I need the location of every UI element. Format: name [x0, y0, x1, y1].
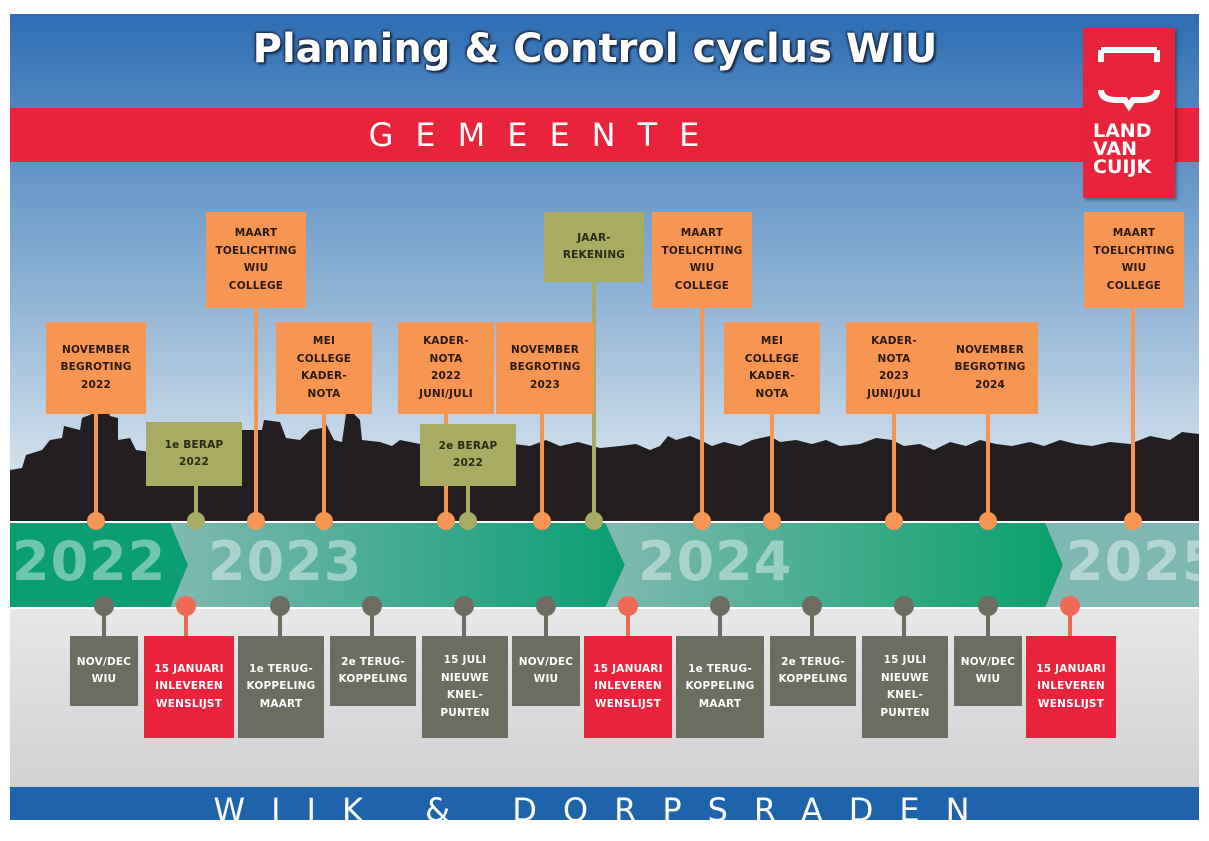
event-kadernota-2023: KADER- NOTA 2023 JUNI/JULI	[846, 322, 942, 414]
event-2e-terugkoppeling-2024: 2e TERUG- KOPPELING	[770, 636, 856, 706]
page-title: Planning & Control cyclus WIU	[252, 26, 938, 72]
timeline-2022	[10, 522, 188, 608]
event-1e-terugkoppeling-2023: 1e TERUG- KOPPELING MAART	[238, 636, 324, 738]
event-maart-toelichting-wiu-2025: MAART TOELICHTING WIU COLLEGE	[1084, 212, 1184, 308]
logo-emblem-icon	[1098, 47, 1160, 112]
upper-timeline-dot	[87, 512, 105, 530]
year-2022: 2022	[12, 530, 167, 593]
event-15-juli-knelpunten-2024: 15 JULI NIEUWE KNEL- PUNTEN	[862, 636, 948, 738]
lower-timeline-dot	[362, 596, 382, 616]
event-1e-terugkoppeling-2024: 1e TERUG- KOPPELING MAART	[676, 636, 764, 738]
upper-timeline-dot	[979, 512, 997, 530]
event-15-januari-wenslijst-2024: 15 JANUARI INLEVEREN WENSLIJST	[584, 636, 672, 738]
lower-timeline-dot	[270, 596, 290, 616]
year-2024: 2024	[638, 530, 793, 593]
lower-timeline-dot	[176, 596, 196, 616]
land-van-cuijk-logo	[1083, 28, 1175, 198]
event-nov-dec-wiu-2024: NOV/DEC WIU	[954, 636, 1022, 706]
event-november-begroting-2024: NOVEMBER BEGROTING 2024	[942, 322, 1038, 414]
gemeente-band	[10, 108, 1199, 162]
event-mei-college-kadernota-2024: MEI COLLEGE KADER- NOTA	[724, 322, 820, 414]
upper-timeline-dot	[437, 512, 455, 530]
event-mei-college-kadernota-2023: MEI COLLEGE KADER- NOTA	[276, 322, 372, 414]
lower-timeline-dot	[536, 596, 556, 616]
event-maart-toelichting-wiu-2024: MAART TOELICHTING WIU COLLEGE	[652, 212, 752, 308]
wijk-band	[10, 787, 1199, 820]
timeline-2024	[605, 522, 1063, 608]
event-2e-terugkoppeling-2023: 2e TERUG- KOPPELING	[330, 636, 416, 706]
lower-timeline-dot	[454, 596, 474, 616]
event-15-juli-knelpunten-2023: 15 JULI NIEUWE KNEL- PUNTEN	[422, 636, 508, 738]
event-2e-berap-2022: 2e BERAP 2022	[420, 424, 516, 486]
upper-timeline-dot	[247, 512, 265, 530]
skyline-silhouette	[10, 396, 1199, 522]
lower-timeline-dot	[710, 596, 730, 616]
event-november-begroting-2023: NOVEMBER BEGROTING 2023	[496, 322, 594, 414]
year-2025: 2025	[1066, 530, 1209, 593]
event-november-begroting-2022: NOVEMBER BEGROTING 2022	[46, 322, 146, 414]
year-2023: 2023	[208, 530, 363, 593]
event-connectors	[87, 282, 1142, 637]
event-1e-berap-2022: 1e BERAP 2022	[146, 422, 242, 486]
event-nov-dec-wiu-2022: NOV/DEC WIU	[70, 636, 138, 706]
lower-timeline-dot	[94, 596, 114, 616]
lower-timeline-dot	[894, 596, 914, 616]
timeline-2025	[1045, 522, 1199, 608]
event-nov-dec-wiu-2023: NOV/DEC WIU	[512, 636, 580, 706]
lower-timeline-dot	[802, 596, 822, 616]
upper-timeline-dot	[1124, 512, 1142, 530]
upper-timeline-dot	[533, 512, 551, 530]
upper-timeline-dot	[693, 512, 711, 530]
upper-timeline-dot	[315, 512, 333, 530]
lower-timeline-dot	[618, 596, 638, 616]
lower-timeline-dot	[1060, 596, 1080, 616]
upper-timeline-dot	[763, 512, 781, 530]
logo-text: LAND VAN CUIJK	[1093, 120, 1152, 178]
upper-timeline-dot	[885, 512, 903, 530]
upper-timeline-dot	[585, 512, 603, 530]
upper-timeline-dot	[459, 512, 477, 530]
event-15-januari-wenslijst-2023: 15 JANUARI INLEVEREN WENSLIJST	[144, 636, 234, 738]
wijk-dorpsraden-label: WIJK & DORPSRADEN	[213, 791, 996, 829]
lower-timeline-dot	[978, 596, 998, 616]
timeline-2023	[170, 522, 625, 608]
gemeente-label: GEMEENTE	[368, 116, 722, 154]
upper-timeline-dot	[187, 512, 205, 530]
event-kadernota-2022: KADER- NOTA 2022 JUNI/JULI	[398, 322, 494, 414]
event-maart-toelichting-wiu-2023: MAART TOELICHTING WIU COLLEGE	[206, 212, 306, 308]
event-15-januari-wenslijst-2025: 15 JANUARI INLEVEREN WENSLIJST	[1026, 636, 1116, 738]
event-jaarrekening: JAAR- REKENING	[544, 212, 644, 282]
